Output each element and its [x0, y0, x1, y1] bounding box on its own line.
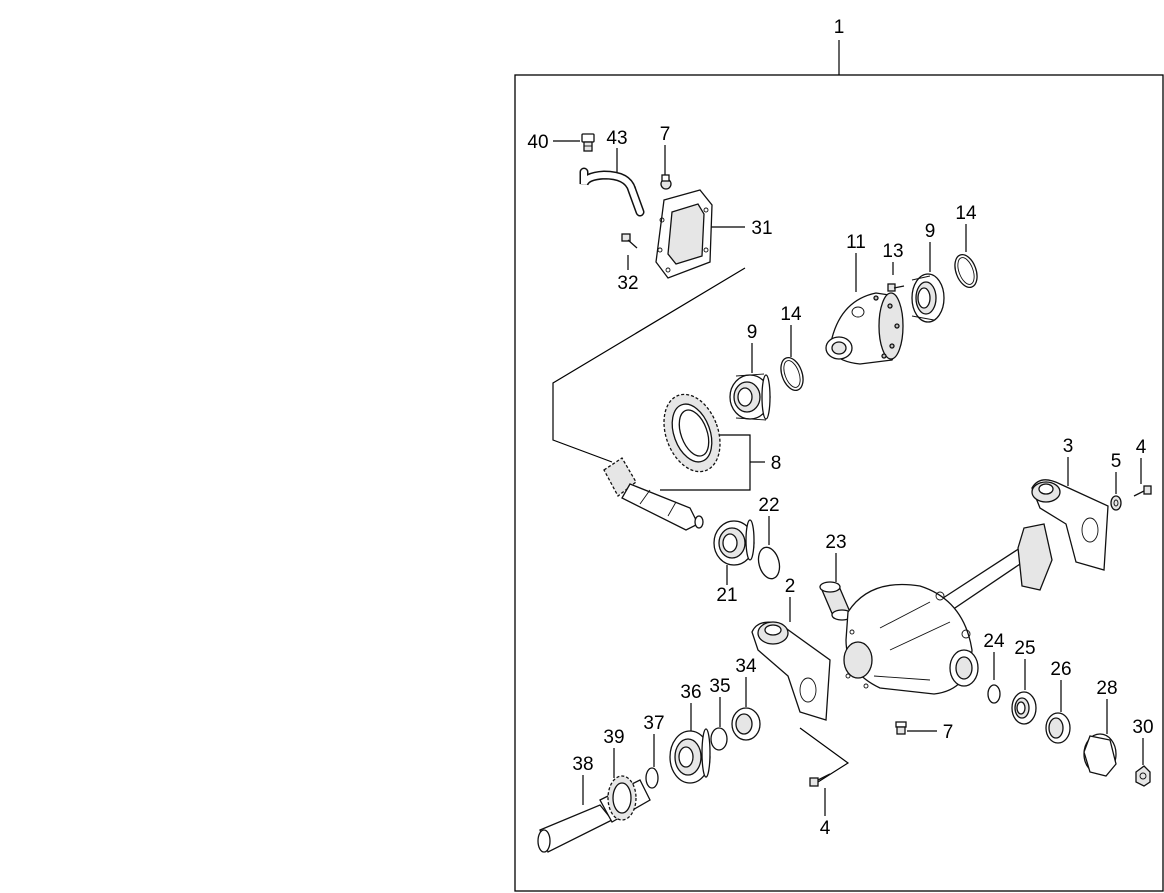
label-8: 8 — [771, 453, 782, 474]
washer-5 — [1110, 495, 1122, 511]
o-ring-24 — [987, 684, 1001, 704]
label-3: 3 — [1063, 436, 1074, 457]
label-1: 1 — [834, 17, 845, 38]
label-26: 26 — [1050, 659, 1071, 680]
shim-14-lower — [780, 357, 804, 391]
label-13: 13 — [882, 241, 903, 262]
seal-26 — [1045, 712, 1071, 744]
label-39: 39 — [603, 727, 624, 748]
label-30: 30 — [1132, 717, 1153, 738]
cover-gasket-31 — [655, 189, 713, 279]
bolt-4-lower — [809, 773, 831, 787]
label-7-lower: 7 — [943, 722, 954, 743]
snap-ring-37 — [645, 767, 659, 789]
callout-labels: 1 40 43 7 31 32 11 13 9 14 9 14 8 3 4 5 … — [527, 17, 1153, 839]
label-4-right: 4 — [1136, 437, 1147, 458]
shim-14-upper — [954, 254, 978, 288]
label-28: 28 — [1096, 678, 1117, 699]
label-7-top: 7 — [660, 124, 671, 145]
label-43: 43 — [606, 128, 627, 149]
label-2: 2 — [785, 576, 796, 597]
seal-34 — [731, 707, 761, 741]
bearing-36 — [669, 728, 711, 784]
bolt-32 — [621, 233, 638, 249]
nut-30 — [1135, 765, 1151, 787]
label-14-lower: 14 — [780, 304, 802, 325]
bolt-13 — [887, 283, 905, 292]
bearing-9-upper — [911, 273, 945, 323]
gear-39 — [607, 775, 637, 821]
breather-plug-40 — [581, 133, 595, 152]
label-32: 32 — [617, 273, 638, 294]
bearing-21 — [713, 519, 755, 566]
label-40: 40 — [527, 132, 548, 153]
bolt-7-top — [660, 174, 672, 190]
label-4-lower: 4 — [820, 818, 831, 839]
label-25: 25 — [1014, 638, 1035, 659]
label-24: 24 — [983, 631, 1005, 652]
breather-hose-43 — [579, 167, 645, 217]
label-21: 21 — [716, 585, 737, 606]
leader-lines — [552, 140, 1144, 816]
drain-plug-7 — [895, 721, 907, 735]
label-37: 37 — [643, 713, 664, 734]
label-5: 5 — [1111, 451, 1122, 472]
label-23: 23 — [825, 532, 846, 553]
pinion-gear-8 — [603, 457, 704, 531]
ring-gear-8 — [663, 393, 721, 473]
axle-housing — [843, 523, 1053, 695]
label-14-upper: 14 — [955, 203, 977, 224]
label-34: 34 — [735, 656, 757, 677]
label-36: 36 — [680, 682, 701, 703]
ring-35 — [710, 727, 728, 751]
label-38: 38 — [572, 754, 593, 775]
mount-bracket-3 — [1031, 479, 1109, 571]
label-22: 22 — [758, 495, 779, 516]
label-31: 31 — [751, 218, 772, 239]
bearing-9-lower — [729, 373, 771, 421]
label-9-lower: 9 — [747, 322, 758, 343]
spacer-22 — [757, 546, 781, 580]
mount-bracket-2 — [751, 621, 831, 721]
bearing-25 — [1011, 691, 1037, 725]
label-11: 11 — [846, 232, 866, 253]
bolt-4-right — [1133, 485, 1152, 497]
flange-28 — [1083, 733, 1117, 777]
label-9-upper: 9 — [925, 221, 936, 242]
differential-case-11 — [825, 292, 904, 365]
label-35: 35 — [709, 676, 730, 697]
